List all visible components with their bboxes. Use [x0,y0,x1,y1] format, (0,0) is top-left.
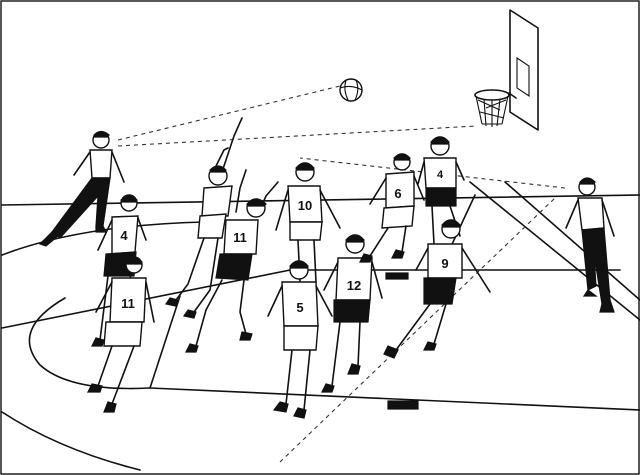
jersey-number: 6 [394,186,401,201]
jersey-number: 10 [298,198,312,213]
jersey-number: 4 [437,169,444,181]
jersey-number: 11 [233,230,247,245]
player-twelve: 12 [321,234,383,393]
hoop-rim [474,89,510,101]
jersey-number: 11 [121,296,135,311]
jersey-number: 4 [120,228,128,243]
court-lines [1,181,640,471]
player-center-five: 5 [267,260,333,419]
lane-marker [385,272,409,280]
backboard-and-hoop [474,9,539,131]
jersey-number: 9 [441,256,448,271]
player-left-front: 11 [87,256,155,413]
player-left-back: 4 [91,194,147,347]
jersey-number: 5 [296,300,303,315]
referee-sight-lines [117,85,566,189]
jersey-number: 12 [347,278,361,293]
player-jumper: 11 [185,169,279,353]
basketball [339,78,363,102]
player-six: 6 [359,153,425,263]
lane-marker-lower [387,400,419,410]
referee-right [565,177,615,313]
player-far-right: 4 [417,136,465,245]
referee-left [38,130,125,247]
player-shooter [165,117,243,319]
player-nine: 9 [383,219,491,359]
player-center-ten: 10 [275,162,341,283]
